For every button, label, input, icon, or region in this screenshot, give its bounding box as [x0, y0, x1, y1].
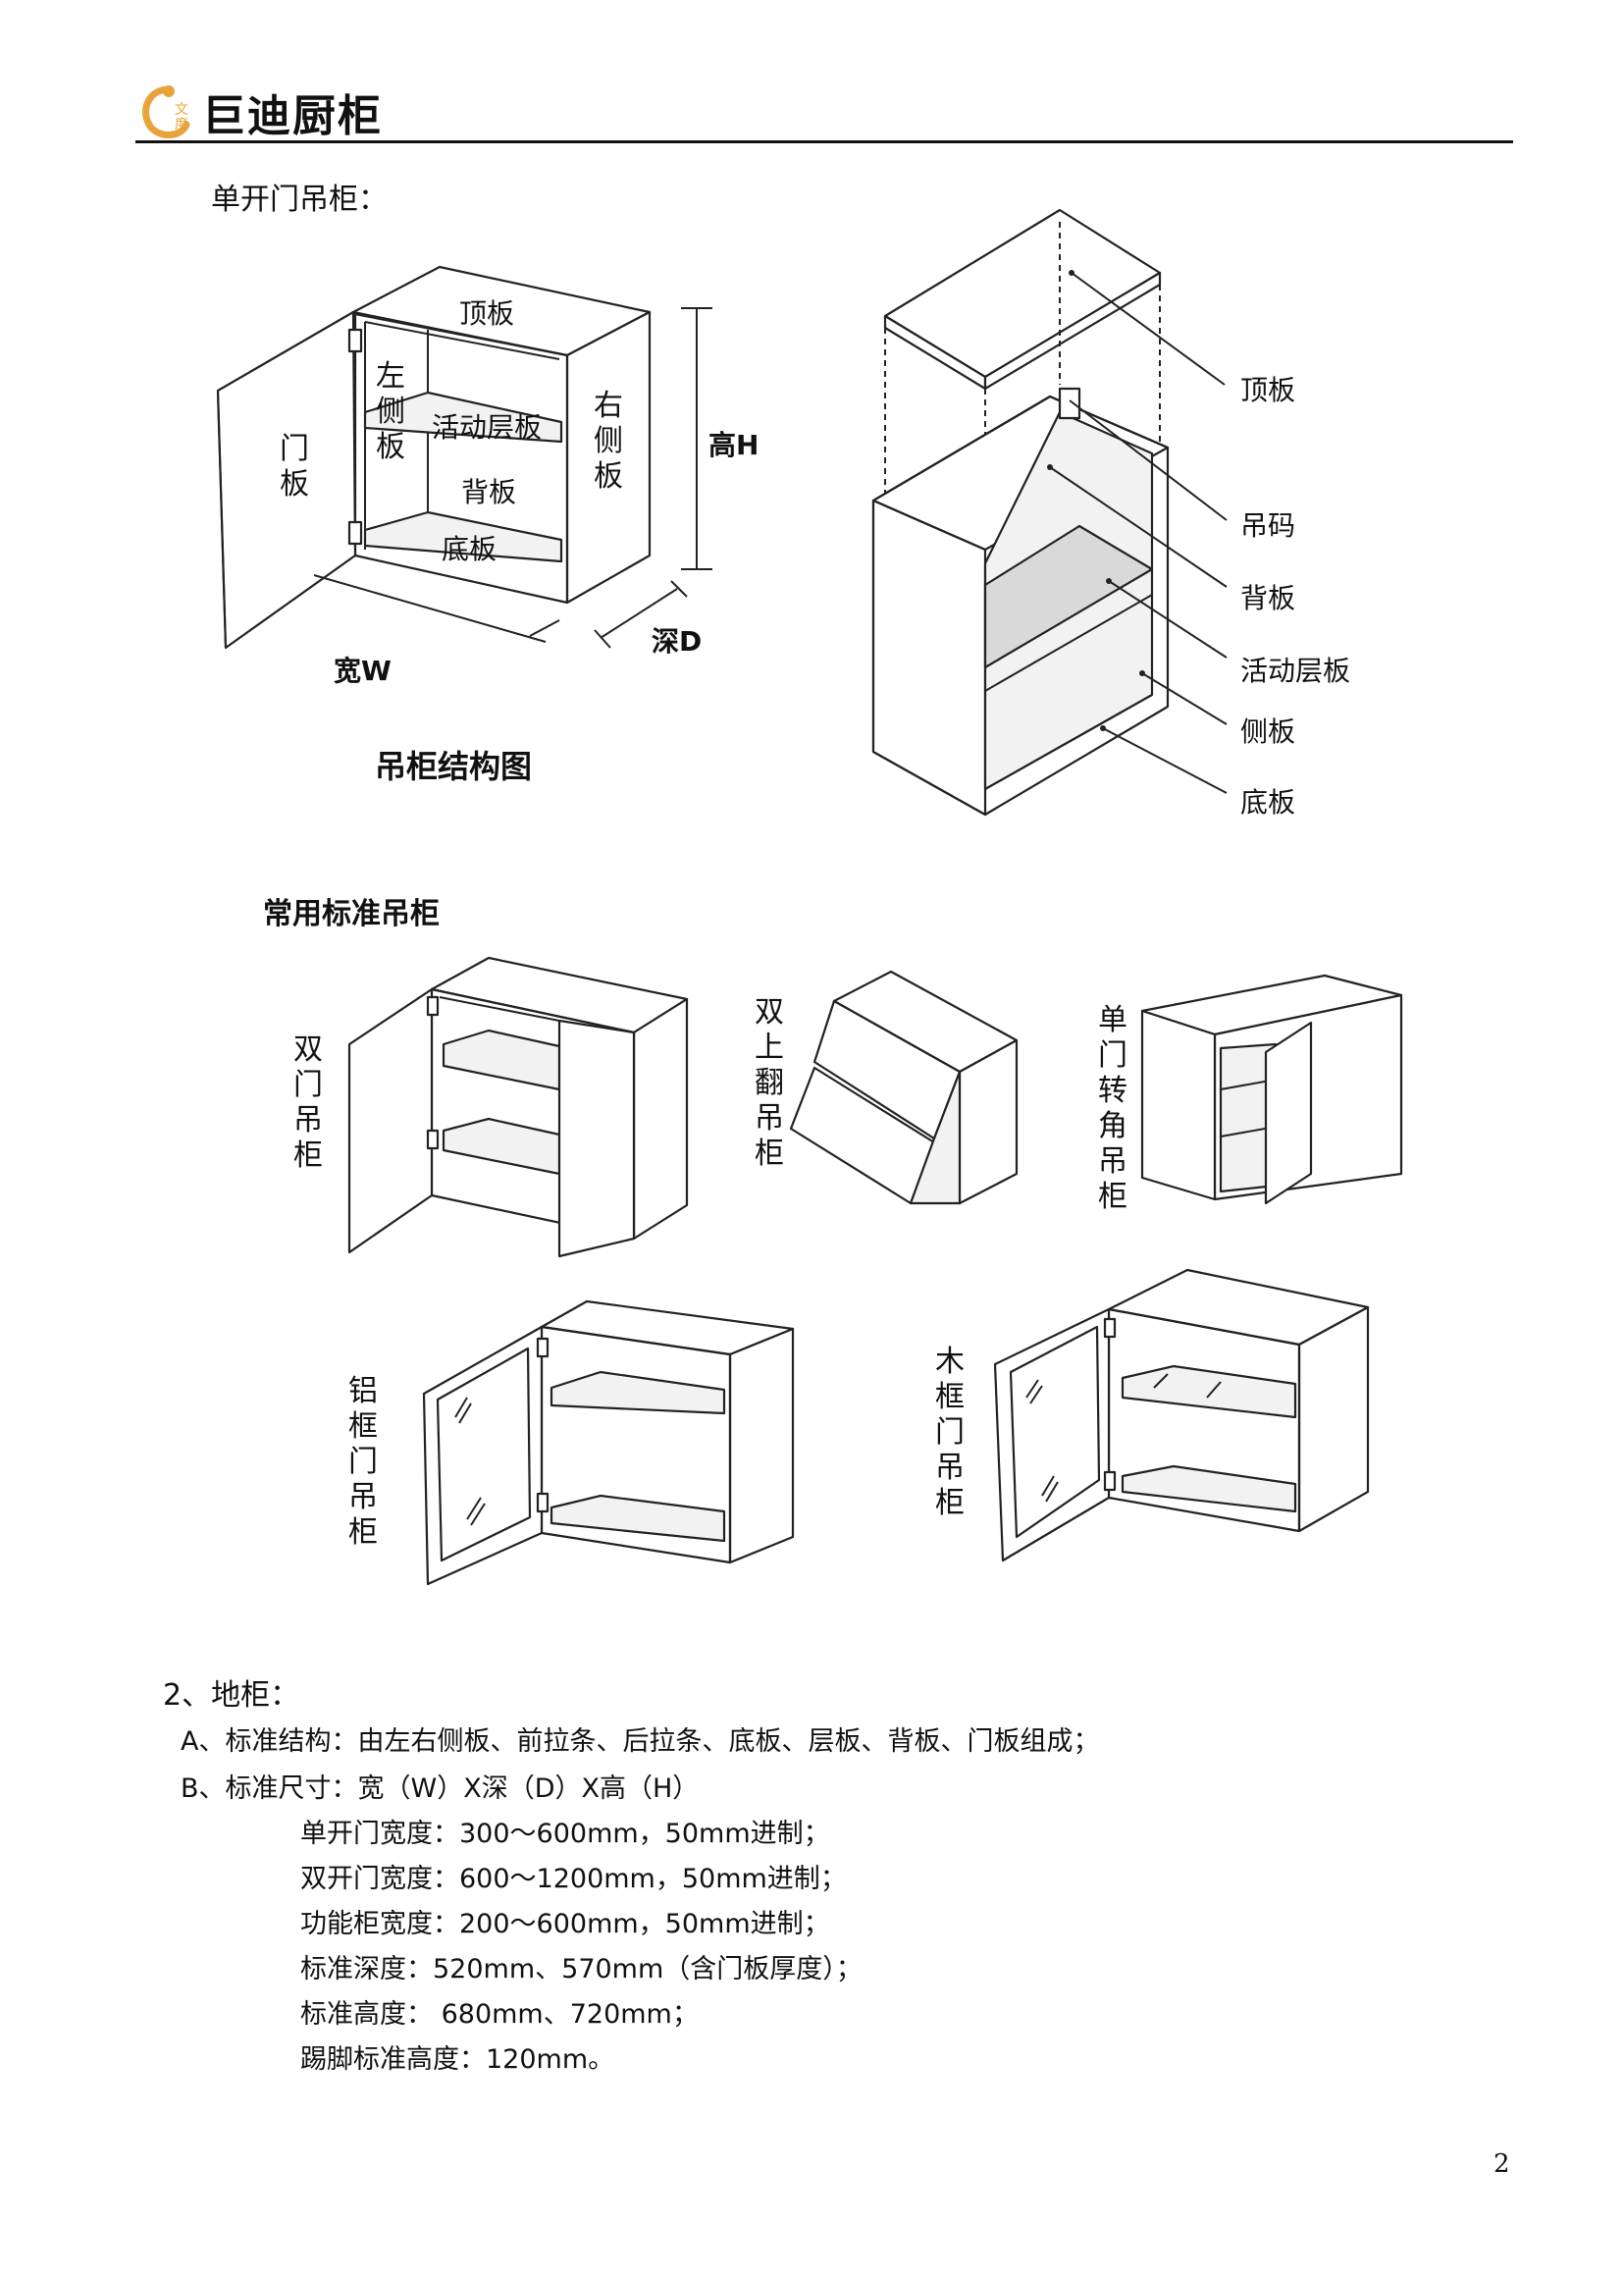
- spec-standard-height: 标准高度： 680mm、720mm；: [300, 1999, 699, 2030]
- type-label-wood-frame: 木框门吊柜: [935, 1345, 965, 1520]
- label-depth: 深D: [652, 625, 703, 658]
- exploded-label-top-panel: 顶板: [1240, 374, 1296, 406]
- page-number: 2: [1493, 2149, 1510, 2179]
- base-cabinet-heading: 2、地柜：: [163, 1678, 300, 1713]
- exploded-label-back-panel: 背板: [1240, 582, 1296, 614]
- spec-single-door-width: 单开门宽度：300～600mm，50mm进制；: [300, 1819, 830, 1849]
- type-label-double-door: 双门吊柜: [293, 1032, 323, 1173]
- spec-kickboard-height: 踢脚标准高度：120mm。: [300, 2044, 615, 2075]
- label-door-panel: 门板: [280, 432, 309, 502]
- logo-mark-icon: 文度: [137, 81, 198, 142]
- section-title-single-door: 单开门吊柜：: [211, 183, 388, 217]
- spec-double-door-width: 双开门宽度：600～1200mm，50mm进制；: [300, 1864, 847, 1894]
- header-rule: [135, 140, 1513, 143]
- label-width: 宽W: [334, 655, 392, 687]
- type-label-aluminium-frame: 铝框门吊柜: [348, 1374, 378, 1550]
- label-top-panel: 顶板: [459, 297, 515, 330]
- label-back-panel: 背板: [461, 476, 517, 508]
- exploded-label-shelf: 活动层板: [1240, 655, 1351, 687]
- label-left-side: 左侧板: [376, 359, 405, 464]
- spec-function-cabinet-width: 功能柜宽度：200～600mm，50mm进制；: [300, 1909, 830, 1939]
- spec-standard-depth: 标准深度：520mm、570mm（含门板厚度）；: [300, 1954, 863, 1984]
- diagram-caption: 吊柜结构图: [375, 748, 533, 785]
- exploded-label-bottom: 底板: [1240, 786, 1296, 819]
- type-label-double-lift-up: 双上翻吊柜: [755, 995, 784, 1171]
- brand-logo: 文度 巨迪厨柜: [137, 80, 383, 143]
- section-title-standard: 常用标准吊柜: [263, 897, 440, 931]
- label-shelf: 活动层板: [432, 411, 543, 444]
- base-cabinet-structure: A、标准结构：由左右侧板、前拉条、后拉条、底板、层板、背板、门板组成；: [181, 1726, 1100, 1757]
- brand-small-text: 文度: [175, 102, 188, 132]
- standard-cabinets-drawings: [347, 956, 1403, 1586]
- label-bottom-panel: 底板: [442, 533, 498, 565]
- brand-name: 巨迪厨柜: [202, 91, 383, 141]
- type-label-corner-single-door: 单门转角吊柜: [1098, 1003, 1127, 1214]
- base-cabinet-dimensions: B、标准尺寸：宽（W）X深（D）X高（H）: [181, 1773, 700, 1804]
- wall-cabinet-structure-drawing: [216, 265, 712, 650]
- exploded-cabinet-drawing: [871, 208, 1228, 817]
- exploded-label-side: 侧板: [1240, 715, 1296, 748]
- label-right-side: 右侧板: [594, 389, 623, 494]
- label-height: 高H: [708, 429, 760, 461]
- exploded-label-hanger: 吊码: [1240, 509, 1296, 542]
